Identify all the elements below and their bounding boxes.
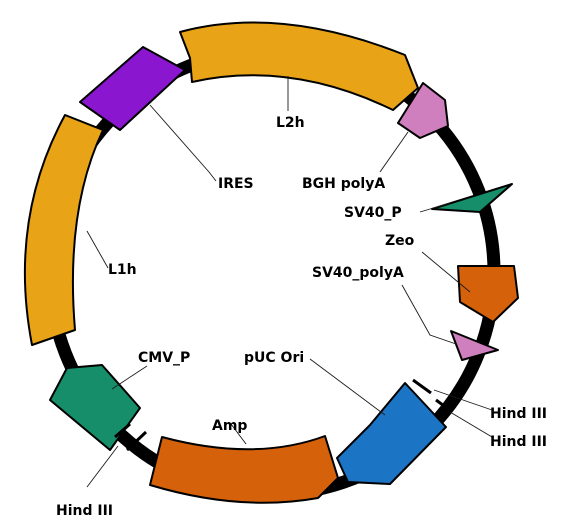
label-amp: Amp	[212, 418, 247, 434]
label-bgh-polya: BGH polyA	[302, 176, 385, 192]
label-zeo: Zeo	[385, 233, 415, 249]
leader-puc-ori	[309, 358, 386, 416]
feature-ires	[79, 46, 186, 131]
leader-hind-iii-right-1	[433, 389, 493, 411]
label-l1h: L1h	[108, 262, 137, 278]
label-ires: IRES	[218, 176, 254, 192]
site-hind-iii-left-b	[125, 430, 148, 452]
label-sv40-p: SV40_P	[344, 205, 402, 221]
leader-l1h	[86, 230, 109, 269]
leader-zeo	[421, 251, 471, 293]
label-sv40-polya: SV40_polyA	[312, 265, 404, 281]
feature-sv40-polya	[450, 330, 499, 361]
label-puc-ori: pUC Ori	[244, 350, 304, 366]
feature-zeo	[457, 265, 519, 323]
leader-sv40-p	[419, 202, 451, 213]
feature-l2h	[179, 21, 419, 111]
label-hind-iii-left: Hind III	[56, 503, 113, 519]
leader-hind-iii-right-2	[449, 411, 493, 438]
site-hind-iii-right-b	[435, 398, 452, 413]
site-hind-iii-left-a	[114, 422, 131, 439]
label-cmv-p: CMV_P	[138, 350, 190, 366]
feature-sv40-p	[431, 183, 513, 213]
feature-l1h	[23, 114, 104, 346]
leader-sv40-polya	[401, 284, 457, 345]
label-hind-iii-right-1: Hind III	[490, 406, 547, 422]
feature-amp	[149, 435, 339, 504]
leader-bgh-polya	[379, 131, 409, 173]
leader-cmv-p	[111, 365, 148, 390]
leader-hind-iii-left	[86, 445, 119, 488]
label-l2h: L2h	[276, 115, 305, 131]
leader-amp	[230, 423, 247, 445]
feature-bgh-polya	[397, 82, 449, 139]
label-hind-iii-right-2: Hind III	[490, 434, 547, 450]
leader-ires	[149, 104, 217, 182]
feature-puc-ori	[336, 382, 447, 485]
site-hind-iii-right-a	[412, 378, 432, 395]
